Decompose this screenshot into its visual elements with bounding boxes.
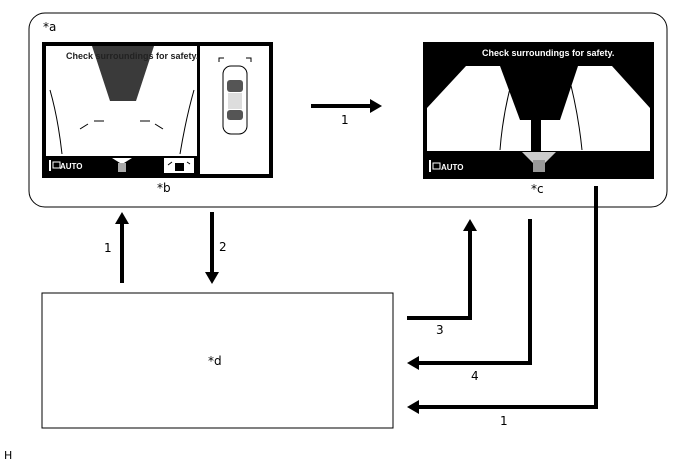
arrow-b-to-c [311, 99, 382, 113]
vehicle-nose-icon [522, 152, 556, 164]
overhead-corner-marks [218, 57, 252, 62]
guide-marks [79, 120, 164, 130]
guide-curve-left [49, 89, 63, 155]
vehicle-rear-icon [112, 158, 132, 172]
label-b: *b [157, 181, 171, 195]
arrow-b-to-d [205, 212, 219, 284]
arrow-d-to-b [115, 212, 129, 283]
arrow-c-to-d-lower-label: 1 [500, 414, 508, 428]
arrow-c-to-d-upper [407, 219, 532, 370]
label-a: *a [43, 20, 56, 34]
arrow-b-to-c-label: 1 [341, 113, 349, 127]
auto-mode-text: AUTO [60, 162, 83, 171]
box-d [41, 292, 394, 429]
arrow-d-to-c-label: 3 [436, 323, 444, 337]
screen-c-message: Check surroundings for safety. [482, 48, 614, 58]
arrow-d-to-c [407, 219, 477, 320]
arrow-d-to-b-label: 1 [104, 241, 112, 255]
guide-line-right [566, 69, 583, 151]
screen-c: Check surroundings for safety. AUTO [423, 42, 654, 179]
center-pillar [531, 66, 541, 152]
screen-b: Check surroundings for safety. AUTO [42, 42, 273, 178]
guide-curve-right [179, 89, 195, 155]
figure-code: H [4, 449, 12, 462]
auto-mode-text-c: AUTO [441, 163, 464, 172]
arrow-c-to-d-lower [407, 186, 598, 414]
view-switch-icon [164, 158, 194, 173]
overhead-car-icon [222, 65, 248, 135]
label-d: *d [208, 354, 222, 368]
label-c: *c [531, 182, 544, 196]
display-group-frame [28, 12, 668, 208]
vehicle-hood-shape [92, 46, 154, 101]
arrow-b-to-d-label: 2 [219, 240, 227, 254]
arrow-c-to-d-upper-label: 4 [471, 369, 479, 383]
screen-b-message: Check surroundings for safety. [66, 51, 198, 61]
guide-line-left [499, 69, 516, 151]
